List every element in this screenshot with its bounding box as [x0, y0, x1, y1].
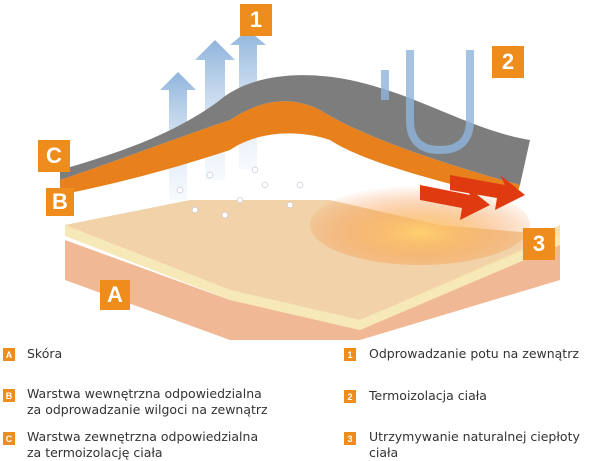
badge-2: 2 — [492, 46, 524, 78]
legend-badge-3: 3 — [344, 432, 356, 445]
fabric-layers-illustration — [60, 30, 560, 340]
legend-badge-2: 2 — [344, 390, 356, 403]
legend-text-c-1: Warstwa zewnętrzna odpowiedzialna — [27, 429, 259, 444]
legend-text-b-1: Warstwa wewnętrzna odpowiedzialna — [27, 386, 262, 401]
legend-badge-c: C — [3, 432, 15, 445]
fabric-orange-layer — [60, 101, 520, 200]
legend-badge-1: 1 — [344, 348, 356, 361]
skin-layer-dermis — [65, 240, 560, 340]
legend-text-1: Odprowadzanie potu na zewnątrz — [369, 346, 579, 361]
legend-text-b-2: za odprowadzanie wilgoci na zewnątrz — [27, 402, 268, 417]
legend-text-2: Termoizolacja ciała — [369, 388, 487, 403]
badge-b: B — [46, 188, 74, 216]
moisture-bubbles — [176, 166, 304, 219]
badge-c: C — [38, 140, 70, 172]
legend-text-a: Skóra — [27, 346, 63, 361]
legend-text-c-2: za termoizolację ciała — [27, 445, 163, 460]
badge-a: A — [100, 280, 130, 310]
insulation-arrows — [381, 50, 474, 155]
legend-badge-b: B — [3, 389, 15, 402]
legend-text-3: Utrzymywanie naturalnej ciepłoty ciała — [369, 429, 580, 460]
heat-arrows — [420, 175, 525, 220]
badge-3: 3 — [523, 228, 555, 260]
legend-badge-a: A — [3, 348, 15, 361]
badge-1: 1 — [240, 4, 272, 36]
